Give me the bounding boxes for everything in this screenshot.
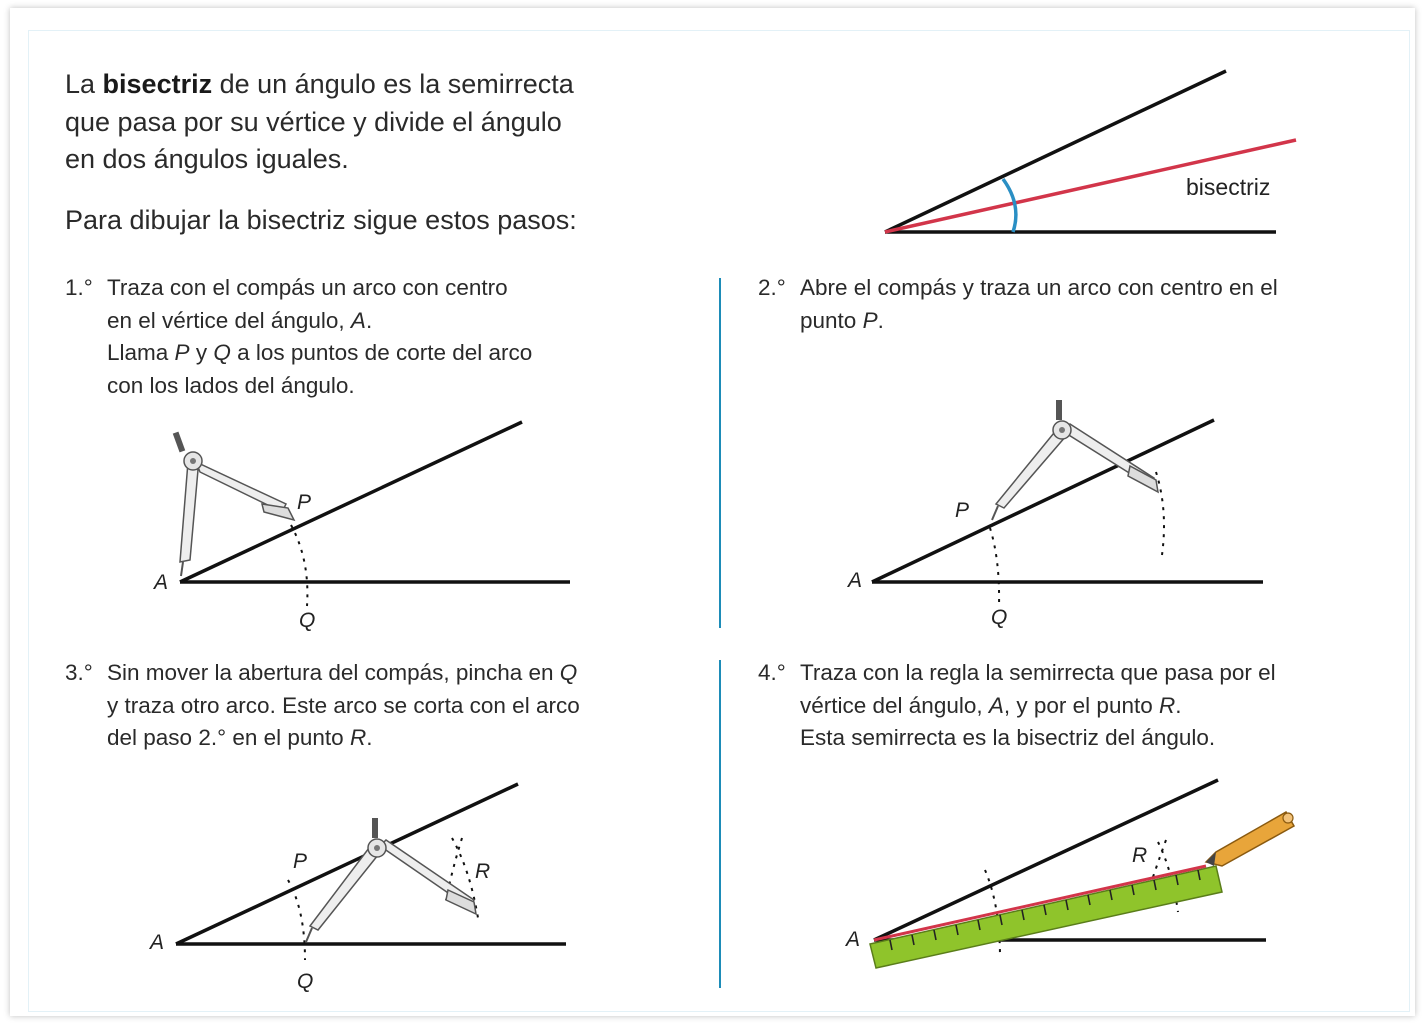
bisector-line bbox=[884, 138, 1297, 234]
step-3-label-p: P bbox=[293, 850, 307, 873]
step-1-line-3b: y bbox=[189, 340, 214, 365]
step-1-line-1: Traza con el compás un arco con centro bbox=[107, 275, 508, 300]
step-3-label-a: A bbox=[148, 931, 164, 954]
step-2-line-1: Abre el compás y traza un arco con centr… bbox=[800, 275, 1278, 300]
step-3-number: 3.° bbox=[65, 660, 93, 685]
step-1-ref-a: A bbox=[350, 307, 366, 333]
step-3-line-1: Sin mover la abertura del compás, pincha… bbox=[107, 660, 560, 685]
step-2-line-2: punto bbox=[800, 307, 863, 333]
step-1-ref-q: Q bbox=[213, 340, 231, 365]
definition-line-1b: de un ángulo es la semirrecta bbox=[212, 69, 574, 99]
step-4-ref-a: A bbox=[988, 692, 1004, 718]
step-4-label-r: R bbox=[1132, 844, 1147, 867]
step-1-period: . bbox=[365, 307, 373, 333]
step-4-line-1: Traza con la regla la semirrecta que pas… bbox=[800, 660, 1276, 685]
step-3-line-2: y traza otro arco. Este arco se corta co… bbox=[107, 692, 580, 718]
step-2-number: 2.° bbox=[758, 275, 786, 300]
step-1-label-a: A bbox=[152, 571, 168, 594]
step-2-label-q: Q bbox=[991, 606, 1007, 629]
step-1-figure: P A Q bbox=[152, 420, 570, 632]
step-1-text: 1.° Traza con el compás un arco con cent… bbox=[65, 272, 685, 402]
step-4-line-2b: , y por el punto bbox=[1003, 692, 1159, 718]
content-frame bbox=[28, 30, 1410, 1012]
step-3-text: 3.° Sin mover la abertura del compás, pi… bbox=[65, 657, 705, 755]
step-2-ref-p: P bbox=[862, 307, 878, 333]
step-4-line-3: Esta semirrecta es la bisectriz del ángu… bbox=[800, 725, 1216, 750]
step-1-ref-p: P bbox=[174, 340, 190, 365]
step-4-number: 4.° bbox=[758, 660, 786, 685]
step-3-label-r: R bbox=[475, 860, 490, 883]
step-4-text: 4.° Traza con la regla la semirrecta que… bbox=[758, 657, 1398, 755]
step-4-ref-r: R bbox=[1159, 692, 1176, 718]
step-3-line-3: del paso 2.° en el punto bbox=[107, 725, 350, 750]
step-1-label-q: Q bbox=[299, 609, 315, 632]
definition-line-3: en dos ángulos iguales. bbox=[65, 144, 349, 174]
step-1-line-4: con los lados del ángulo. bbox=[107, 372, 355, 398]
definition-text: La bisectriz de un ángulo es la semirrec… bbox=[65, 66, 665, 179]
angle-arc bbox=[1001, 177, 1018, 233]
bisector-label: bisectriz bbox=[1186, 174, 1270, 200]
divider-top bbox=[719, 278, 721, 628]
step-3-ref-r: R bbox=[349, 725, 367, 750]
step-1-label-p: P bbox=[297, 491, 311, 514]
step-3-label-q: Q bbox=[297, 970, 313, 993]
step-2-label-a: A bbox=[846, 569, 862, 592]
step-3-figure: P R A Q bbox=[148, 782, 566, 993]
step-1-line-3c: a los puntos de corte del arco bbox=[230, 340, 533, 365]
step-2-period: . bbox=[877, 307, 884, 333]
definition-line-1a: La bbox=[65, 69, 103, 99]
definition-line-2: que pasa por su vértice y divide el ángu… bbox=[65, 106, 562, 137]
step-1-line-2: en el vértice del ángulo, bbox=[107, 307, 351, 333]
step-2-label-p: P bbox=[955, 499, 969, 522]
step-3-ref-q: Q bbox=[559, 660, 578, 685]
step-4-label-a: A bbox=[844, 928, 860, 951]
step-1-line-3a: Llama bbox=[107, 340, 175, 365]
step-4-figure: R A bbox=[844, 778, 1296, 969]
divider-bottom bbox=[719, 660, 721, 988]
step-2-figure: P A Q bbox=[846, 400, 1263, 629]
step-4-line-2a: vértice del ángulo, bbox=[800, 692, 989, 718]
page bbox=[10, 8, 1415, 1016]
term-bisectriz: bisectriz bbox=[102, 69, 213, 99]
instructions-heading: Para dibujar la bisectriz sigue estos pa… bbox=[65, 205, 577, 235]
step-3-period: . bbox=[366, 725, 373, 750]
step-1-number: 1.° bbox=[65, 275, 93, 300]
step-2-text: 2.° Abre el compás y traza un arco con c… bbox=[758, 272, 1398, 337]
angle-upper-side bbox=[884, 69, 1227, 234]
step-4-period: . bbox=[1175, 692, 1182, 718]
